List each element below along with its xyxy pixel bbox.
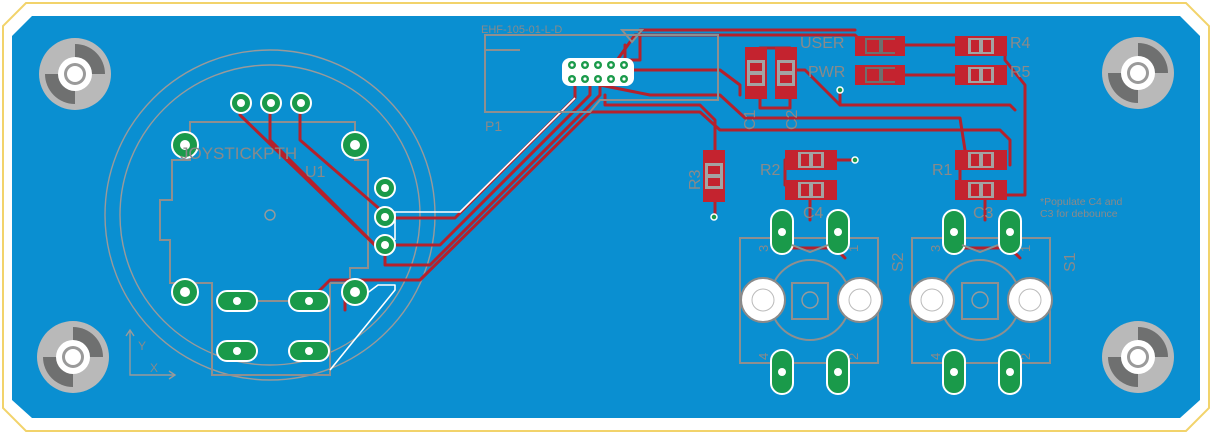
mounting-hole-top-right <box>1102 37 1174 109</box>
s2-pin1-label: 1 <box>846 245 861 252</box>
connector-p1 <box>484 29 719 113</box>
switch-s1 <box>909 209 1053 395</box>
c3-label: C3 <box>973 205 994 222</box>
c2-label: C2 <box>784 109 801 130</box>
led-user <box>855 36 905 56</box>
capacitor-c1 <box>745 47 767 99</box>
resistor-r3 <box>703 150 725 202</box>
joystick-pads <box>171 92 396 362</box>
mounting-hole-bottom-left <box>37 321 109 393</box>
r3-label: R3 <box>687 169 704 190</box>
s2-label: S2 <box>890 252 907 272</box>
axis-y-label: Y <box>138 339 146 353</box>
mounting-hole-bottom-right <box>1102 321 1174 393</box>
s2-pin2-label: 2 <box>846 353 861 360</box>
resistor-r4 <box>955 36 1007 56</box>
connector-ref-label: P1 <box>485 118 502 134</box>
axis-indicator <box>125 328 177 380</box>
mounting-hole-top-left <box>39 38 111 110</box>
s1-pin1-label: 1 <box>1018 245 1033 252</box>
led-pwr-label: PWR <box>808 64 845 81</box>
capacitor-c3 <box>955 180 1007 200</box>
r2-label: R2 <box>760 162 781 179</box>
s1-label: S1 <box>1062 252 1079 272</box>
capacitor-c2 <box>775 47 797 99</box>
s1-pin2-label: 2 <box>1018 353 1033 360</box>
capacitor-c4 <box>785 180 837 200</box>
joystick-footprint <box>104 49 436 381</box>
resistor-r1 <box>955 150 1007 170</box>
led-pwr <box>855 65 905 85</box>
s2-pin3-label: 3 <box>756 245 771 252</box>
s2-pin4-label: 4 <box>756 353 771 360</box>
r1-label: R1 <box>932 162 953 179</box>
c4-label: C4 <box>803 205 824 222</box>
connector-part-label: EHF-105-01-L-D <box>481 24 562 36</box>
debounce-note-line1: *Populate C4 and <box>1040 196 1122 208</box>
r4-label: R4 <box>1010 35 1031 52</box>
s1-pin3-label: 3 <box>928 245 943 252</box>
switch-s2 <box>739 209 883 395</box>
axis-x-label: X <box>150 361 158 375</box>
debounce-note-line2: C3 for debounce <box>1040 208 1118 220</box>
joystick-ref-label: U1 <box>305 164 326 181</box>
r5-label: R5 <box>1010 64 1031 81</box>
s1-pin4-label: 4 <box>928 353 943 360</box>
joystick-name-label: JOYSTICKPTH <box>180 144 297 163</box>
resistor-r2 <box>785 150 837 170</box>
vias <box>710 86 859 221</box>
led-user-label: USER <box>800 35 844 52</box>
resistor-r5 <box>955 65 1007 85</box>
c1-label: C1 <box>742 109 759 130</box>
